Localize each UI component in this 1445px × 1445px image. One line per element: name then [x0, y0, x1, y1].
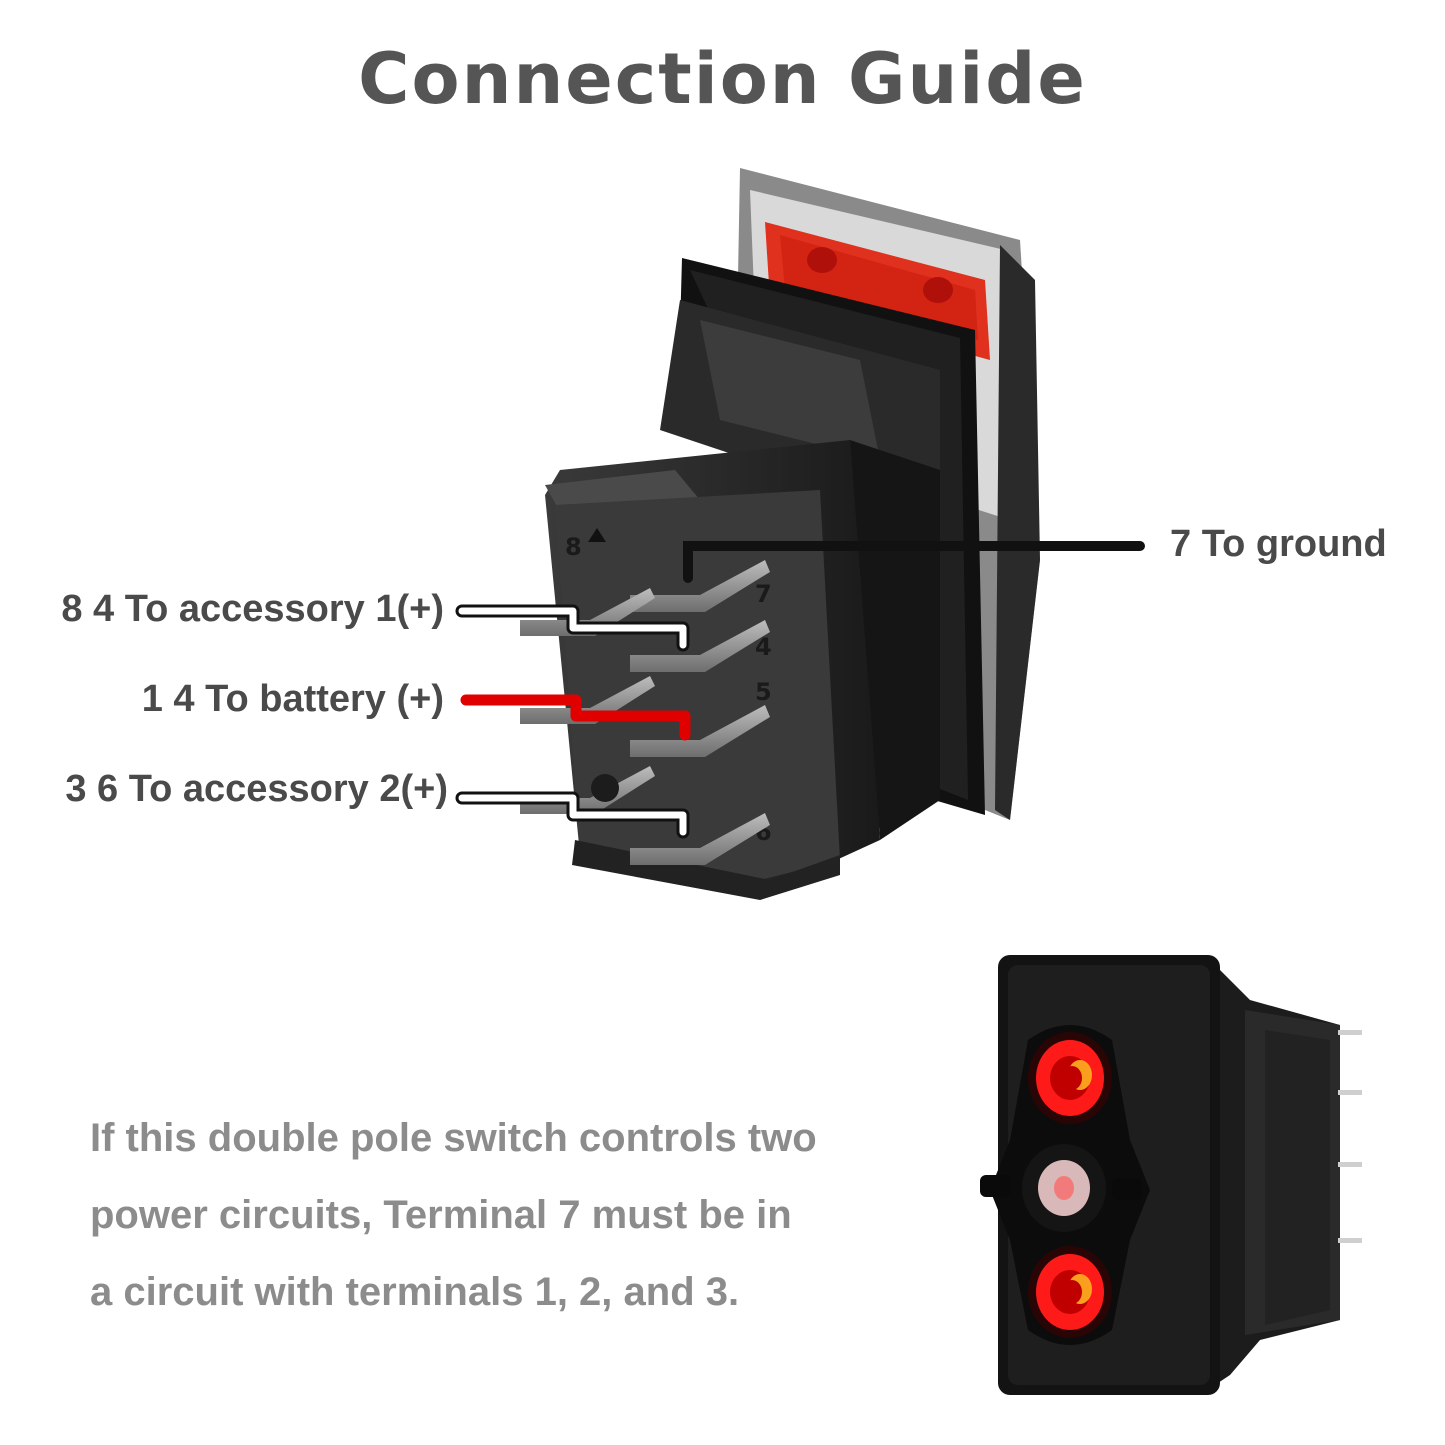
switch-front-photo	[980, 955, 1362, 1395]
label-accessory-1: 8 4 To accessory 1(+)	[61, 588, 444, 630]
wiring-note: If this double pole switch controls two …	[90, 1100, 940, 1331]
note-line: power circuits, Terminal 7 must be in	[90, 1193, 792, 1237]
terminal-marking: 8	[565, 533, 582, 561]
wire-accessory-2	[455, 791, 690, 839]
note-line: a circuit with terminals 1, 2, and 3.	[90, 1270, 740, 1314]
led-dot-icon	[923, 277, 953, 303]
wire-ground	[683, 541, 1145, 583]
wire-battery	[460, 694, 691, 741]
label-ground: 7 To ground	[1170, 523, 1387, 565]
led-dot-icon	[807, 247, 837, 273]
wire-accessory-1	[455, 604, 690, 652]
terminal-marking: 4	[755, 633, 772, 661]
label-accessory-2: 3 6 To accessory 2(+)	[65, 768, 448, 810]
note-line: If this double pole switch controls two	[90, 1116, 817, 1160]
arrow-up-icon	[588, 528, 606, 542]
terminal-marking: 7	[755, 580, 772, 608]
label-battery: 1 4 To battery (+)	[141, 678, 444, 720]
terminal-marking: 5	[755, 678, 772, 706]
page-title: Connection Guide	[358, 38, 1087, 120]
